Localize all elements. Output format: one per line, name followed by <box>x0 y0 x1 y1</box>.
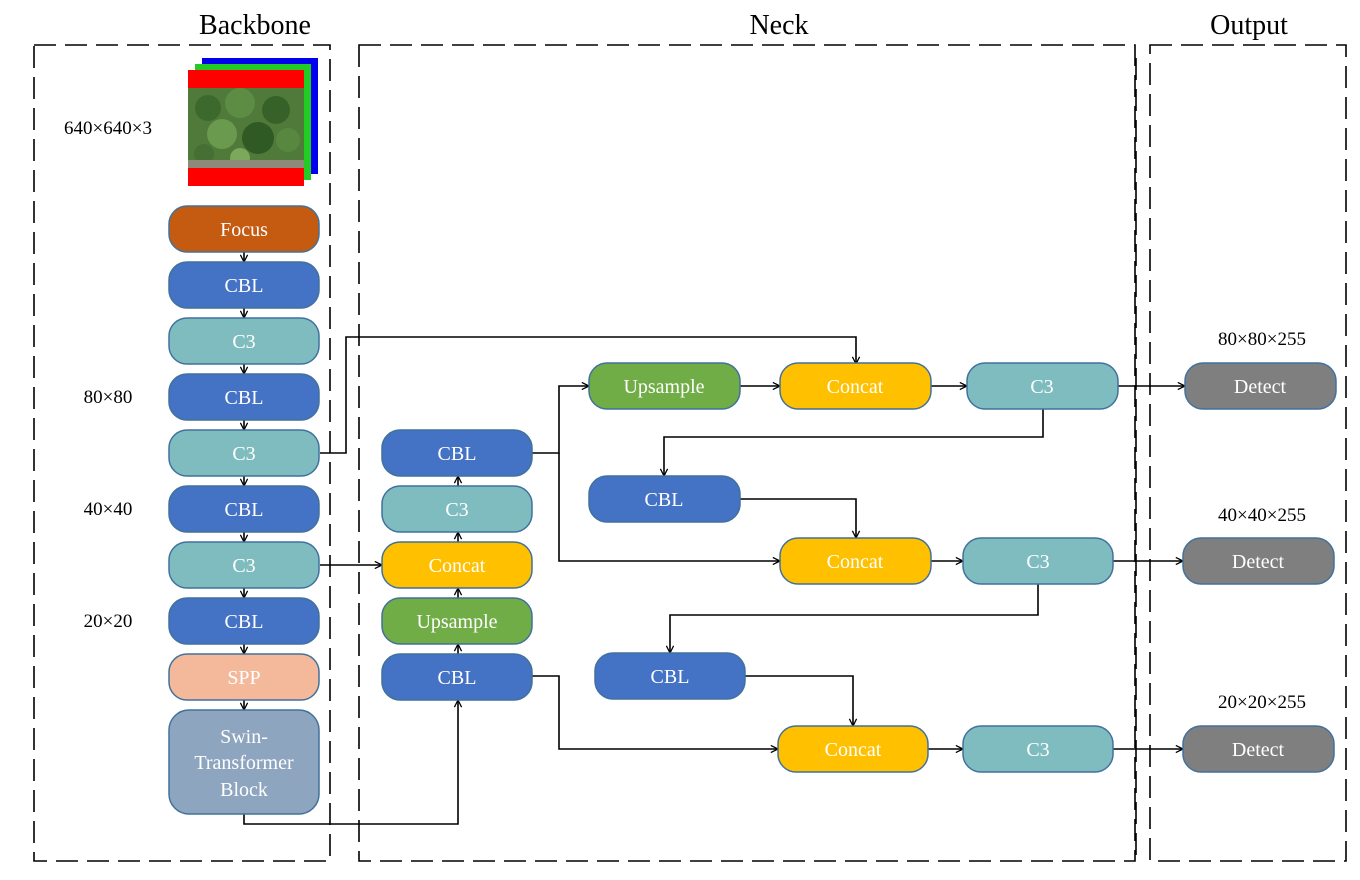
neck-block-c3: C3 <box>381 485 533 533</box>
block-swin-transformer: Swin- Transformer Block <box>168 709 320 815</box>
neck-block-cbl-top-label: CBL <box>438 443 477 465</box>
neck-row80-upsample-label: Upsample <box>623 376 704 398</box>
scale-20-label: 20×20 <box>84 611 133 632</box>
detect-head-80-label: Detect <box>1234 376 1287 398</box>
neck-row40-c3-label: C3 <box>1026 551 1049 573</box>
neck-row40-c3: C3 <box>962 537 1114 585</box>
output-title: Output <box>1210 10 1288 41</box>
block-spp-label: SPP <box>227 667 260 689</box>
arrow-neck-cbl-to-concat-20 <box>532 675 778 749</box>
input-size-label: 640×640×3 <box>64 118 152 139</box>
neck-row80-c3-label: C3 <box>1030 376 1053 398</box>
arrow-c3-80-to-cbl-40 <box>664 409 1044 476</box>
arrow-cbl-to-concat-20 <box>745 675 853 726</box>
block-cbl-3-label: CBL <box>225 499 264 521</box>
arrow-swin-to-neck-cbl <box>243 700 458 825</box>
arrow-cbl-to-concat-40 <box>558 453 780 561</box>
detect-head-40: Detect <box>1182 537 1335 585</box>
neck-block-c3-label: C3 <box>445 499 468 521</box>
block-swin-label-line3: Block <box>220 779 268 801</box>
output-40-dim: 40×40×255 <box>1218 505 1306 526</box>
block-cbl-1: CBL <box>168 261 320 309</box>
output-frame <box>1149 44 1347 862</box>
block-c3-1-label: C3 <box>232 331 255 353</box>
block-cbl-4-label: CBL <box>225 611 264 633</box>
block-focus: Focus <box>168 205 320 253</box>
neck-block-upsample-label: Upsample <box>416 611 497 633</box>
block-c3-2: C3 <box>168 429 320 477</box>
block-focus-label: Focus <box>220 219 268 241</box>
neck-row40-cbl: CBL <box>588 475 741 523</box>
neck-row40-concat: Concat <box>779 537 932 585</box>
scale-80-label: 80×80 <box>84 387 133 408</box>
neck-row20-c3-label: C3 <box>1026 739 1049 761</box>
block-c3-3-label: C3 <box>232 555 255 577</box>
neck-row80-concat-label: Concat <box>827 376 884 398</box>
neck-row20-concat-label: Concat <box>825 739 882 761</box>
block-cbl-1-label: CBL <box>225 275 264 297</box>
arrow-c3-40-to-cbl-20 <box>670 584 1039 653</box>
neck-block-concat-label: Concat <box>429 555 486 577</box>
block-cbl-4: CBL <box>168 597 320 645</box>
neck-row20-cbl-label: CBL <box>651 666 690 688</box>
neck-row80-c3: C3 <box>966 362 1119 410</box>
connectors <box>243 252 1185 825</box>
detect-head-20-label: Detect <box>1232 739 1285 761</box>
block-cbl-2-label: CBL <box>225 387 264 409</box>
output-20-dim: 20×20×255 <box>1218 692 1306 713</box>
block-c3-3: C3 <box>168 541 320 589</box>
backbone-title: Backbone <box>199 10 311 41</box>
neck-row80-concat: Concat <box>779 362 932 410</box>
neck-block-cbl-bottom-label: CBL <box>438 667 477 689</box>
neck-block-upsample: Upsample <box>381 597 533 645</box>
arrow-c3-80-to-concat <box>320 336 856 454</box>
block-cbl-3: CBL <box>168 485 320 533</box>
block-spp: SPP <box>168 653 320 701</box>
detect-head-40-label: Detect <box>1232 551 1285 573</box>
detect-head-80: Detect <box>1184 362 1337 410</box>
block-c3-2-label: C3 <box>232 443 255 465</box>
scale-40-label: 40×40 <box>84 499 133 520</box>
arrow-cbl-to-concat-40b <box>740 498 856 538</box>
neck-title: Neck <box>749 10 808 41</box>
detect-head-20: Detect <box>1182 725 1335 773</box>
neck-row20-cbl: CBL <box>594 652 746 700</box>
output-80-dim: 80×80×255 <box>1218 329 1306 350</box>
block-c3-1: C3 <box>168 317 320 365</box>
neck-row40-cbl-label: CBL <box>645 489 684 511</box>
block-swin-label-line2: Transformer <box>194 752 294 774</box>
input-image-icon <box>188 58 318 186</box>
block-swin-label-line1: Swin- <box>220 726 268 748</box>
neck-row20-c3: C3 <box>962 725 1114 773</box>
neck-frame <box>358 44 1136 862</box>
neck-block-concat: Concat <box>381 541 533 589</box>
neck-block-cbl-bottom: CBL <box>381 653 533 701</box>
neck-row40-concat-label: Concat <box>827 551 884 573</box>
neck-block-cbl-top: CBL <box>381 429 533 477</box>
neck-row80-upsample: Upsample <box>588 362 741 410</box>
neck-row20-concat: Concat <box>777 725 929 773</box>
block-cbl-2: CBL <box>168 373 320 421</box>
arrow-cbl-to-upsample-80 <box>532 386 589 454</box>
